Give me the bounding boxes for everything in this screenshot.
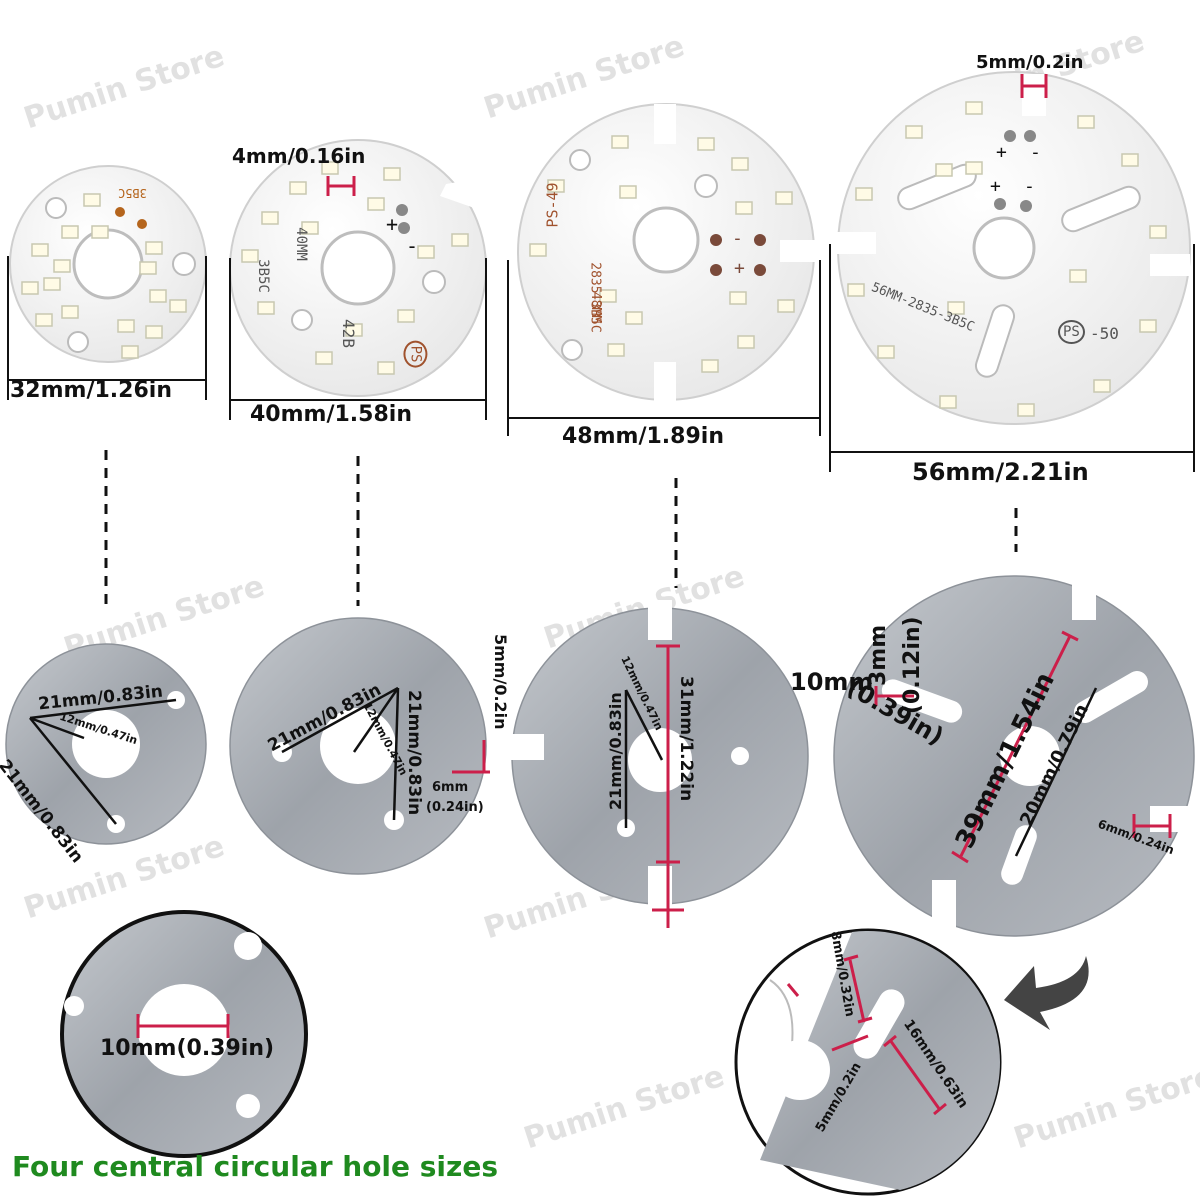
plate-3-slot-label-a: 6mm [432, 780, 469, 795]
aluminium-plate-2 [229, 617, 487, 875]
led-board-32mm [9, 165, 207, 363]
board-56-notch-label: 5mm/0.2in [976, 52, 1084, 73]
board-40-diameter-label: 40mm/1.58in [250, 402, 412, 427]
board-32-marking: 3B5C [118, 186, 147, 200]
plate-3-label-c: 31mm/1.22in [676, 676, 696, 802]
led-array-56mm [847, 101, 1167, 417]
led-array-32mm [21, 193, 187, 359]
board-32-diameter-label: 32mm/1.26in [10, 378, 172, 403]
led-board-56mm [836, 71, 1191, 425]
plate-3-label-b: 21mm/0.83in [606, 692, 625, 810]
board-56-marking-model: -50 [1090, 324, 1119, 343]
arrow-icon [1004, 956, 1089, 1030]
footer-caption: Four central circular hole sizes [12, 1150, 498, 1183]
board-40-marking-size: 40MM [292, 227, 309, 261]
board-48-marking-code: 2835-3B5C [587, 262, 603, 333]
polarity-plus: + [386, 212, 399, 236]
plate-4-label-a-top: 10mm [790, 668, 874, 696]
polarity-plus: + [990, 176, 1001, 197]
board-56-diameter-label: 56mm/2.21in [912, 458, 1089, 486]
zoom-slot-detail [734, 928, 1002, 1196]
aluminium-plate-4 [833, 574, 1200, 937]
polarity-minus: - [732, 228, 743, 249]
board-56-logo: PS [1058, 320, 1085, 344]
aluminium-plate-1 [5, 643, 207, 845]
led-array-48mm [529, 135, 795, 373]
polarity-minus: - [1030, 142, 1041, 163]
plate-4-label-b-bottom: (0.12in) [900, 616, 925, 714]
aluminium-plate-3 [452, 600, 809, 928]
measurement-lines-top [7, 244, 1195, 472]
board-48-diameter-label: 48mm/1.89in [562, 424, 724, 449]
led-board-48mm [517, 103, 820, 402]
measurement-marks-red [326, 74, 1048, 196]
board-40-marking-model: 42B [338, 319, 358, 348]
plate-2-label-c: 21mm/0.83in [404, 690, 424, 816]
zoom-central-hole [60, 910, 308, 1158]
polarity-minus: - [406, 234, 419, 258]
plate-3-slot-label-b: (0.24in) [426, 800, 484, 815]
dashed-connectors [104, 450, 1018, 612]
polarity-minus: - [1024, 176, 1035, 197]
board-40-hole-label: 4mm/0.16in [232, 144, 366, 168]
polarity-plus: + [996, 142, 1007, 163]
plate-3-notch-label: 5mm/0.2in [491, 634, 510, 730]
polarity-plus: + [734, 258, 745, 279]
led-board-40mm [229, 139, 487, 397]
board-40-marking-code: 3B5C [254, 259, 271, 293]
plate-4-label-b-top: 3mm [866, 624, 891, 686]
board-48-marking-model: PS-49 [543, 182, 562, 228]
board-40-logo: PS [403, 340, 428, 368]
central-hole-label: 10mm(0.39in) [100, 1036, 275, 1061]
led-array-40mm [241, 161, 469, 375]
